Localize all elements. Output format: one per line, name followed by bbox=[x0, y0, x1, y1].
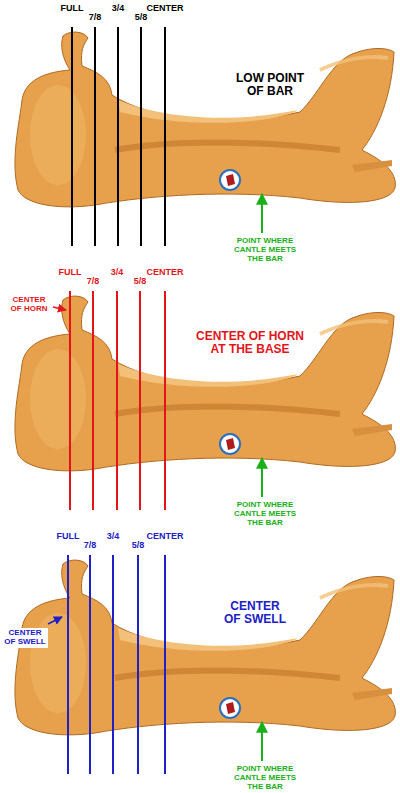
position-label: FULL bbox=[52, 4, 92, 14]
position-label: 5/8 bbox=[118, 541, 158, 551]
leader-arrow bbox=[261, 722, 263, 761]
panel-title: CENTER OF SWELL bbox=[222, 600, 288, 626]
leader-arrow bbox=[53, 307, 66, 310]
position-label: 5/8 bbox=[120, 277, 160, 287]
position-label: 7/8 bbox=[75, 13, 115, 23]
position-label: 3/4 bbox=[97, 268, 137, 278]
position-label: 7/8 bbox=[70, 541, 110, 551]
bar-position-lines bbox=[68, 555, 165, 774]
callout-note: CENTER OF SWELL bbox=[2, 628, 48, 648]
callout-note: POINT WHERE CANTLE MEETS THE BAR bbox=[232, 237, 298, 263]
position-label: CENTER bbox=[145, 532, 185, 542]
position-label: 3/4 bbox=[98, 4, 138, 14]
bar-position-lines bbox=[70, 291, 165, 510]
position-label: CENTER bbox=[145, 4, 185, 14]
leader-arrow bbox=[48, 617, 62, 624]
panel-title: LOW POINT OF BAR bbox=[230, 72, 310, 98]
position-label: 3/4 bbox=[93, 532, 133, 542]
leader-arrow bbox=[261, 194, 263, 233]
callout-note: POINT WHERE CANTLE MEETS THE BAR bbox=[232, 765, 298, 791]
leader-arrow bbox=[261, 458, 263, 497]
bar-position-lines bbox=[72, 27, 165, 246]
callout-note: POINT WHERE CANTLE MEETS THE BAR bbox=[232, 501, 298, 527]
position-label: CENTER bbox=[145, 268, 185, 278]
position-label: FULL bbox=[50, 268, 90, 278]
callout-note: CENTER OF HORN bbox=[8, 296, 50, 314]
panel-title: CENTER OF HORN AT THE BASE bbox=[194, 330, 306, 356]
position-label: 7/8 bbox=[73, 277, 113, 287]
position-label: 5/8 bbox=[121, 13, 161, 23]
position-label: FULL bbox=[48, 532, 88, 542]
